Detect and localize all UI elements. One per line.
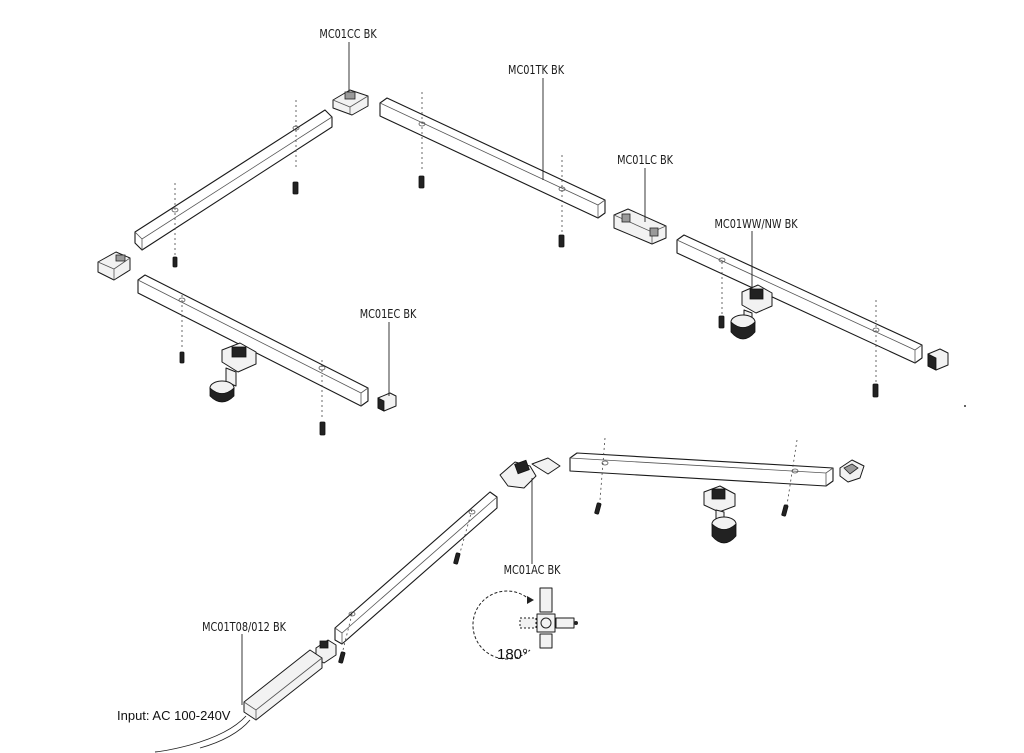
label-track: MC01TK BK (508, 63, 565, 77)
label-spotlight: MC01WW/NW BK (715, 217, 799, 231)
label-driver: MC01T08/012 BK (202, 620, 286, 634)
corner-connector-top (332, 89, 369, 116)
track-rail-bottom (569, 437, 834, 506)
screw-4 (172, 256, 178, 268)
label-corner-connector: MC01CC BK (319, 27, 377, 41)
track-rail-upper-left (134, 100, 333, 255)
end-cap-bottom (839, 459, 865, 483)
screw-7 (718, 315, 725, 329)
spotlight-right (730, 284, 773, 340)
screw-10 (338, 651, 346, 664)
screw-3 (558, 234, 565, 248)
spotlight-bottom (703, 485, 737, 544)
track-rail-right (676, 234, 923, 382)
dot-mark (964, 405, 966, 407)
linear-connector (613, 208, 667, 245)
screw-8 (872, 383, 879, 398)
track-rail-lower-left (137, 274, 369, 420)
screw-12 (781, 504, 789, 517)
spotlight-left (209, 342, 257, 403)
track-rail-upper-right (379, 92, 606, 232)
end-cap-right (927, 348, 949, 371)
angle-connector (499, 457, 561, 489)
rotation-illustration (472, 587, 578, 660)
screw-6 (319, 421, 326, 436)
driver-box (243, 649, 323, 721)
screw-11 (594, 502, 602, 515)
label-angle-connector: MC01AC BK (504, 563, 562, 577)
label-linear-connector: MC01LC BK (617, 153, 674, 167)
power-cable (154, 715, 251, 753)
screw-1 (292, 181, 299, 195)
screw-5 (179, 351, 185, 364)
screw-2 (418, 175, 425, 189)
screw-9 (453, 552, 461, 565)
rotation-angle-label: 180° (497, 646, 528, 663)
label-end-cap: MC01EC BK (360, 307, 417, 321)
corner-connector-left (97, 251, 131, 281)
end-cap-left (377, 392, 397, 412)
track-rail-diagonal (334, 491, 498, 651)
power-input-label: Input: AC 100-240V (117, 708, 231, 723)
